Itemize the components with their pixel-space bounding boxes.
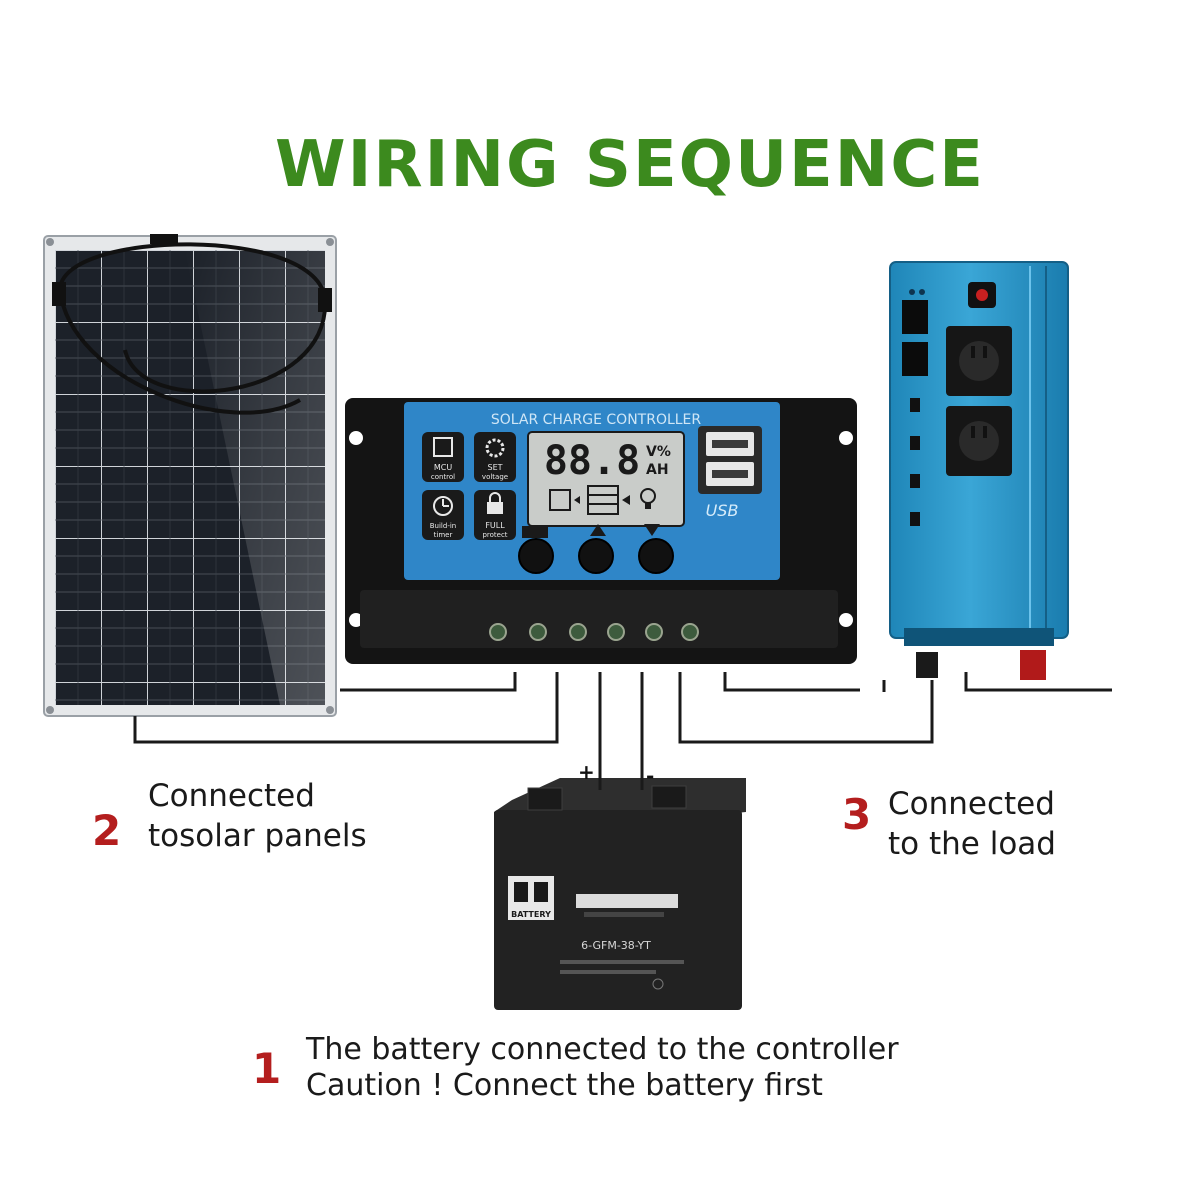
step-2-line-1: Connected	[148, 778, 315, 814]
step-1-line-1: The battery connected to the controller	[306, 1032, 899, 1067]
solar-wire-negative	[133, 672, 559, 744]
set-sublabel: voltage	[482, 473, 508, 481]
up-key-icon	[590, 524, 606, 536]
terminal-screw	[529, 623, 547, 641]
step-2-line-2: tosolar panels	[148, 818, 367, 854]
mcu-sublabel: control	[431, 473, 455, 481]
full-label: FULL	[485, 521, 505, 530]
set-label: SET	[487, 463, 502, 472]
terminal-screw	[569, 623, 587, 641]
step-2-caption: Connected tosolar panels	[148, 776, 367, 856]
full-sublabel: protect	[482, 531, 507, 539]
menu-key-icon	[522, 526, 548, 538]
menu-button[interactable]	[518, 538, 554, 574]
battery: BATTERY 6-GFM-38-YT	[494, 778, 746, 1010]
usb-label: USB	[706, 501, 739, 520]
negative-sign: -	[646, 764, 655, 788]
lcd-unit-bottom: AH	[646, 462, 669, 478]
solar-panel	[43, 234, 337, 717]
step-3-number: 3	[842, 790, 872, 839]
mcu-control-icon: MCU control	[422, 432, 464, 482]
step-3-line-2: to the load	[888, 826, 1056, 862]
battery-spec-bar	[576, 894, 678, 908]
battery-brand: BATTERY	[511, 910, 551, 919]
solar-wire-positive	[340, 672, 517, 692]
step-1-number: 1	[252, 1044, 282, 1093]
panel-mini-icon	[549, 489, 571, 511]
battery-model: 6-GFM-38-YT	[581, 939, 651, 952]
lcd-display: 88.8 V% AH	[527, 431, 685, 527]
lock-icon: FULL protect	[474, 490, 516, 540]
set-voltage-icon: SET voltage	[474, 432, 516, 482]
down-key-icon	[644, 524, 660, 536]
battery-mini-icon	[587, 485, 619, 515]
lcd-digits: 88.8	[544, 438, 640, 484]
step-1-caption: The battery connected to the controller …	[306, 1032, 899, 1104]
current-display	[902, 342, 928, 376]
load-wire-negative	[678, 672, 934, 744]
usb-port	[910, 512, 920, 526]
step-3-line-1: Connected	[888, 786, 1055, 822]
step-2-number: 2	[92, 806, 122, 855]
usb-port	[910, 398, 920, 412]
load-wire-tail	[964, 672, 1112, 692]
power-inverter	[889, 261, 1069, 680]
wires	[133, 672, 1112, 790]
negative-terminal	[916, 652, 938, 678]
voltage-display	[902, 300, 928, 334]
terminal-screw	[645, 623, 663, 641]
usb-port	[910, 474, 920, 488]
step-3-caption: Connected to the load	[888, 784, 1056, 864]
step-1-line-2: Caution ! Connect the battery first	[306, 1068, 823, 1103]
charge-controller: SOLAR CHARGE CONTROLLER MCU control SET …	[345, 398, 857, 664]
terminal-screw	[681, 623, 699, 641]
lcd-unit-top: V%	[646, 444, 671, 460]
load-wire-positive	[723, 672, 860, 692]
usb-ports: USB	[698, 426, 762, 520]
controller-header: SOLAR CHARGE CONTROLLER	[491, 412, 702, 428]
positive-terminal	[1020, 650, 1046, 680]
terminal-screw	[607, 623, 625, 641]
up-button[interactable]	[578, 538, 614, 574]
terminal-screw	[489, 623, 507, 641]
timer-label: Build-in	[430, 522, 456, 530]
down-button[interactable]	[638, 538, 674, 574]
usb-port	[910, 436, 920, 450]
mcu-label: MCU	[434, 463, 452, 472]
timer-icon: Build-in timer	[422, 490, 464, 540]
positive-sign: +	[578, 760, 595, 784]
diagram-title: WIRING SEQUENCE	[274, 128, 986, 202]
timer-sublabel: timer	[434, 531, 453, 539]
